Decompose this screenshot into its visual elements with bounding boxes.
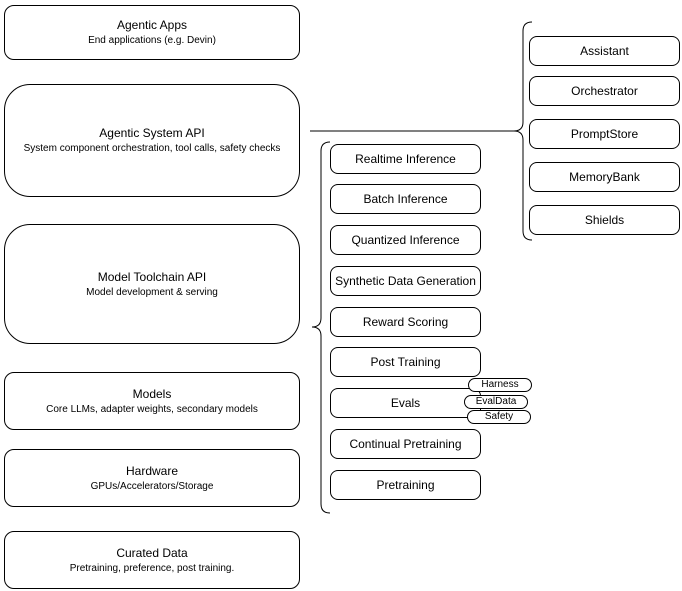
toolchain-label: Evals [390,396,421,410]
toolchain-brace [311,141,331,514]
toolchain-label: Batch Inference [363,192,448,206]
toolchain-label: Realtime Inference [355,152,456,166]
component-label: MemoryBank [569,170,640,184]
eval-tag-evaldata: EvalData [464,395,528,409]
component-label: PromptStore [570,127,639,141]
component-label: Assistant [580,44,629,58]
layer-box-agentic-apps: Agentic Apps End applications (e.g. Devi… [4,5,300,60]
component-box-orchestrator: Orchestrator [529,76,680,106]
toolchain-box-realtime-inference: Realtime Inference [330,144,481,174]
toolchain-label: Reward Scoring [362,315,449,329]
eval-tag-label: EvalData [475,396,517,407]
layer-title: Model Toolchain API [97,269,207,284]
component-label: Orchestrator [571,84,638,98]
layer-subtitle: GPUs/Accelerators/Storage [90,480,214,492]
toolchain-label: Post Training [370,355,441,369]
toolchain-box-batch-inference: Batch Inference [330,184,481,214]
component-box-memorybank: MemoryBank [529,162,680,192]
layer-subtitle: System component orchestration, tool cal… [23,143,281,154]
toolchain-box-pretraining: Pretraining [330,470,481,500]
component-box-promptstore: PromptStore [529,119,680,149]
toolchain-label: Quantized Inference [351,233,460,247]
toolchain-box-synthetic-data-generation: Synthetic Data Generation [330,266,481,296]
toolchain-box-quantized-inference: Quantized Inference [330,225,481,255]
layer-box-hardware: Hardware GPUs/Accelerators/Storage [4,449,300,507]
layer-title: Agentic System API [99,126,205,140]
layer-subtitle: Pretraining, preference, post training. [69,562,235,574]
layer-box-models: Models Core LLMs, adapter weights, secon… [4,372,300,430]
layer-title: Hardware [125,463,179,478]
toolchain-box-reward-scoring: Reward Scoring [330,307,481,337]
eval-tag-harness: Harness [468,378,532,392]
layer-subtitle: Model development & serving [86,286,218,298]
layer-subtitle: Core LLMs, adapter weights, secondary mo… [46,403,258,415]
eval-tag-label: Harness [481,379,519,390]
layer-box-model-toolchain-api: Model Toolchain API Model development & … [4,224,300,344]
toolchain-box-evals: Evals [330,388,481,418]
layer-box-curated-data: Curated Data Pretraining, preference, po… [4,531,300,589]
component-box-assistant: Assistant [529,36,680,66]
eval-tag-label: Safety [484,411,514,422]
layer-title: Models [132,386,172,401]
layer-box-agentic-system-api: Agentic System API System component orch… [4,84,300,197]
toolchain-label: Synthetic Data Generation [335,274,476,288]
layer-title: Agentic Apps [116,18,188,32]
component-label: Shields [584,213,625,227]
toolchain-label: Pretraining [376,478,435,492]
toolchain-label: Continual Pretraining [349,437,462,451]
toolchain-box-continual-pretraining: Continual Pretraining [330,429,481,459]
toolchain-box-post-training: Post Training [330,347,481,377]
layer-subtitle: End applications (e.g. Devin) [88,35,216,46]
component-box-shields: Shields [529,205,680,235]
eval-tag-safety: Safety [467,410,531,424]
layer-title: Curated Data [116,545,188,560]
